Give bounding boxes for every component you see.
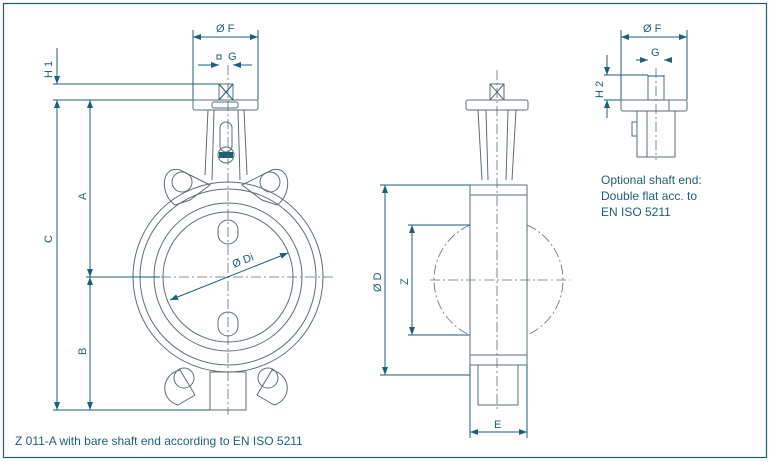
note-line: Double flat acc. to: [601, 189, 698, 203]
side-view: Ø D Z E: [372, 70, 570, 438]
label-f: Ø F: [216, 23, 235, 35]
label-g: G: [228, 51, 237, 63]
label-detail-f: Ø F: [643, 23, 662, 35]
detail-view: Ø F G H 2: [594, 23, 688, 160]
note-line: EN ISO 5211: [601, 205, 671, 219]
optional-shaft-note: Optional shaft end: Double flat acc. to …: [601, 172, 702, 220]
note-line: Optional shaft end:: [601, 173, 702, 187]
label-detail-g: G: [651, 47, 660, 59]
label-z: Z: [399, 278, 411, 285]
label-e: E: [494, 419, 501, 431]
label-a: A: [77, 192, 89, 200]
label-b: B: [77, 348, 89, 355]
drawing-caption: Z 011-A with bare shaft end according to…: [15, 434, 303, 448]
front-view: Ø Di Ø F G H 1 C A B: [43, 23, 335, 415]
label-c: C: [43, 235, 55, 243]
label-d: Ø D: [372, 272, 384, 292]
label-h1: H 1: [43, 61, 55, 78]
label-h2: H 2: [594, 81, 606, 98]
